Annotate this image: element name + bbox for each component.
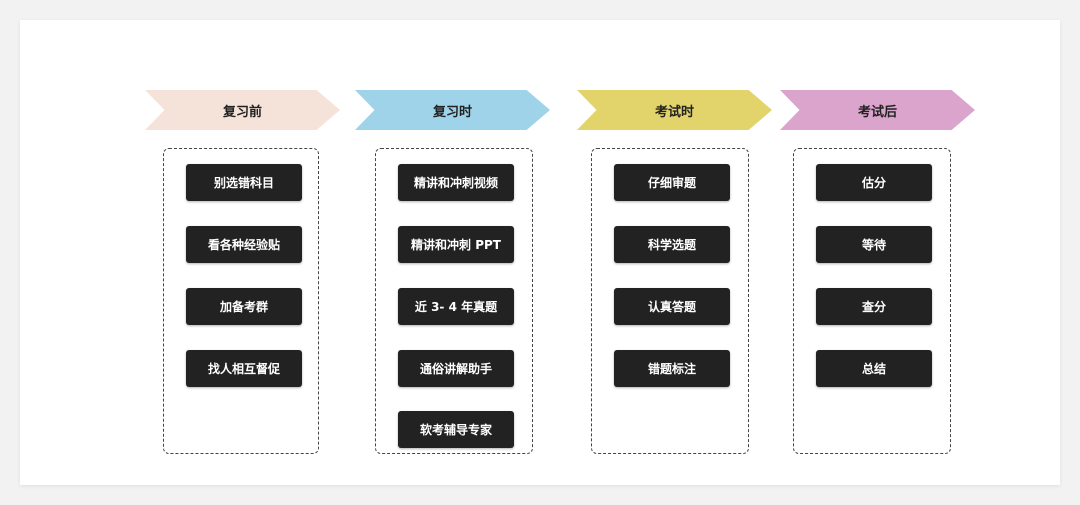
step-item: 加备考群: [186, 288, 302, 325]
step-item: 科学选题: [614, 226, 730, 263]
step-item: 等待: [816, 226, 932, 263]
stage-arrow: 复习前: [145, 90, 340, 130]
column-during-exam: 考试时 仔细审题 科学选题 认真答题 错题标注: [577, 90, 777, 454]
step-item: 精讲和冲刺视频: [398, 164, 514, 201]
column-before-review: 复习前 别选错科目 看各种经验贴 加备考群 找人相互督促: [145, 90, 345, 454]
stage-arrow: 考试时: [577, 90, 772, 130]
step-item: 估分: [816, 164, 932, 201]
step-item: 近 3- 4 年真题: [398, 288, 514, 325]
step-item: 通俗讲解助手: [398, 350, 514, 387]
step-item: 认真答题: [614, 288, 730, 325]
step-item: 看各种经验贴: [186, 226, 302, 263]
stage-arrow: 复习时: [355, 90, 550, 130]
stage-arrow: 考试后: [780, 90, 975, 130]
step-item: 仔细审题: [614, 164, 730, 201]
step-item: 别选错科目: [186, 164, 302, 201]
step-item: 总结: [816, 350, 932, 387]
stage-box: 精讲和冲刺视频 精讲和冲刺 PPT 近 3- 4 年真题 通俗讲解助手 软考辅导…: [375, 148, 533, 454]
step-item: 软考辅导专家: [398, 411, 514, 448]
stage-box: 别选错科目 看各种经验贴 加备考群 找人相互督促: [163, 148, 319, 454]
step-item: 精讲和冲刺 PPT: [398, 226, 514, 263]
step-item: 查分: [816, 288, 932, 325]
step-item: 错题标注: [614, 350, 730, 387]
column-during-review: 复习时 精讲和冲刺视频 精讲和冲刺 PPT 近 3- 4 年真题 通俗讲解助手 …: [355, 90, 555, 454]
stage-box: 估分 等待 查分 总结: [793, 148, 951, 454]
diagram-card: 复习前 别选错科目 看各种经验贴 加备考群 找人相互督促 复习时 精讲和冲刺视频…: [20, 20, 1060, 485]
stage-box: 仔细审题 科学选题 认真答题 错题标注: [591, 148, 749, 454]
step-item: 找人相互督促: [186, 350, 302, 387]
column-after-exam: 考试后 估分 等待 查分 总结: [780, 90, 980, 454]
